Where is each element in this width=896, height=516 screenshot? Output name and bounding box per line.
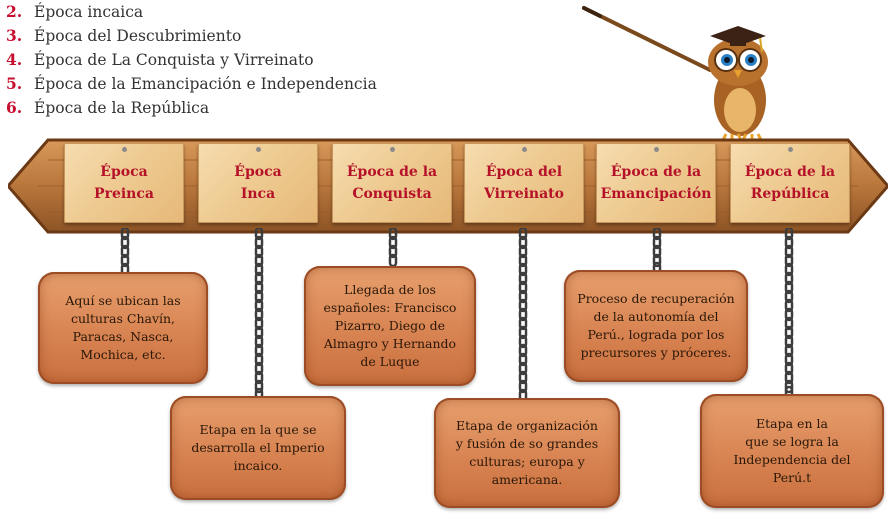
board-preinca: Aquí se ubican las culturas Chavín, Para… (38, 272, 208, 384)
chain-icon (120, 228, 130, 276)
chain-icon (518, 228, 528, 402)
list-item: 3.Época del Descubrimiento (6, 26, 242, 45)
board-virreinato: Etapa de organización y fusión de so gra… (434, 398, 620, 508)
sign-inca: Época Inca (198, 143, 318, 223)
pin-icon (390, 147, 395, 152)
owl-teacher-illustration (570, 0, 770, 150)
chain-icon (388, 228, 398, 270)
pin-icon (522, 147, 527, 152)
sign-republica: Época de la República (730, 143, 850, 223)
board-conquista: Llegada de los españoles: Francisco Piza… (304, 266, 476, 386)
board-republica: Etapa en la que se logra la Independenci… (700, 394, 884, 508)
sign-preinca: Época Preinca (64, 143, 184, 223)
epoch-list: 2.Época incaica 3.Época del Descubrimien… (6, 0, 377, 120)
pin-icon (788, 147, 793, 152)
pin-icon (256, 147, 261, 152)
sign-virreinato: Época del Virreinato (464, 143, 584, 223)
list-item: 6.Época de la República (6, 98, 210, 117)
board-inca: Etapa en la que se desarrolla el Imperio… (170, 396, 346, 500)
sign-conquista: Época de la Conquista (332, 143, 452, 223)
list-item: 2.Época incaica (6, 2, 144, 21)
sign-emancipacion: Época de la Emancipación (596, 143, 716, 223)
chain-icon (784, 228, 794, 398)
chain-icon (652, 228, 662, 274)
list-item: 5.Época de la Emancipación e Independenc… (6, 74, 377, 93)
list-item: 4.Época de La Conquista y Virreinato (6, 50, 314, 69)
chain-icon (254, 228, 264, 400)
pin-icon (122, 147, 127, 152)
board-emancipacion: Proceso de recuperación de la autonomía … (564, 270, 748, 382)
pin-icon (654, 147, 659, 152)
